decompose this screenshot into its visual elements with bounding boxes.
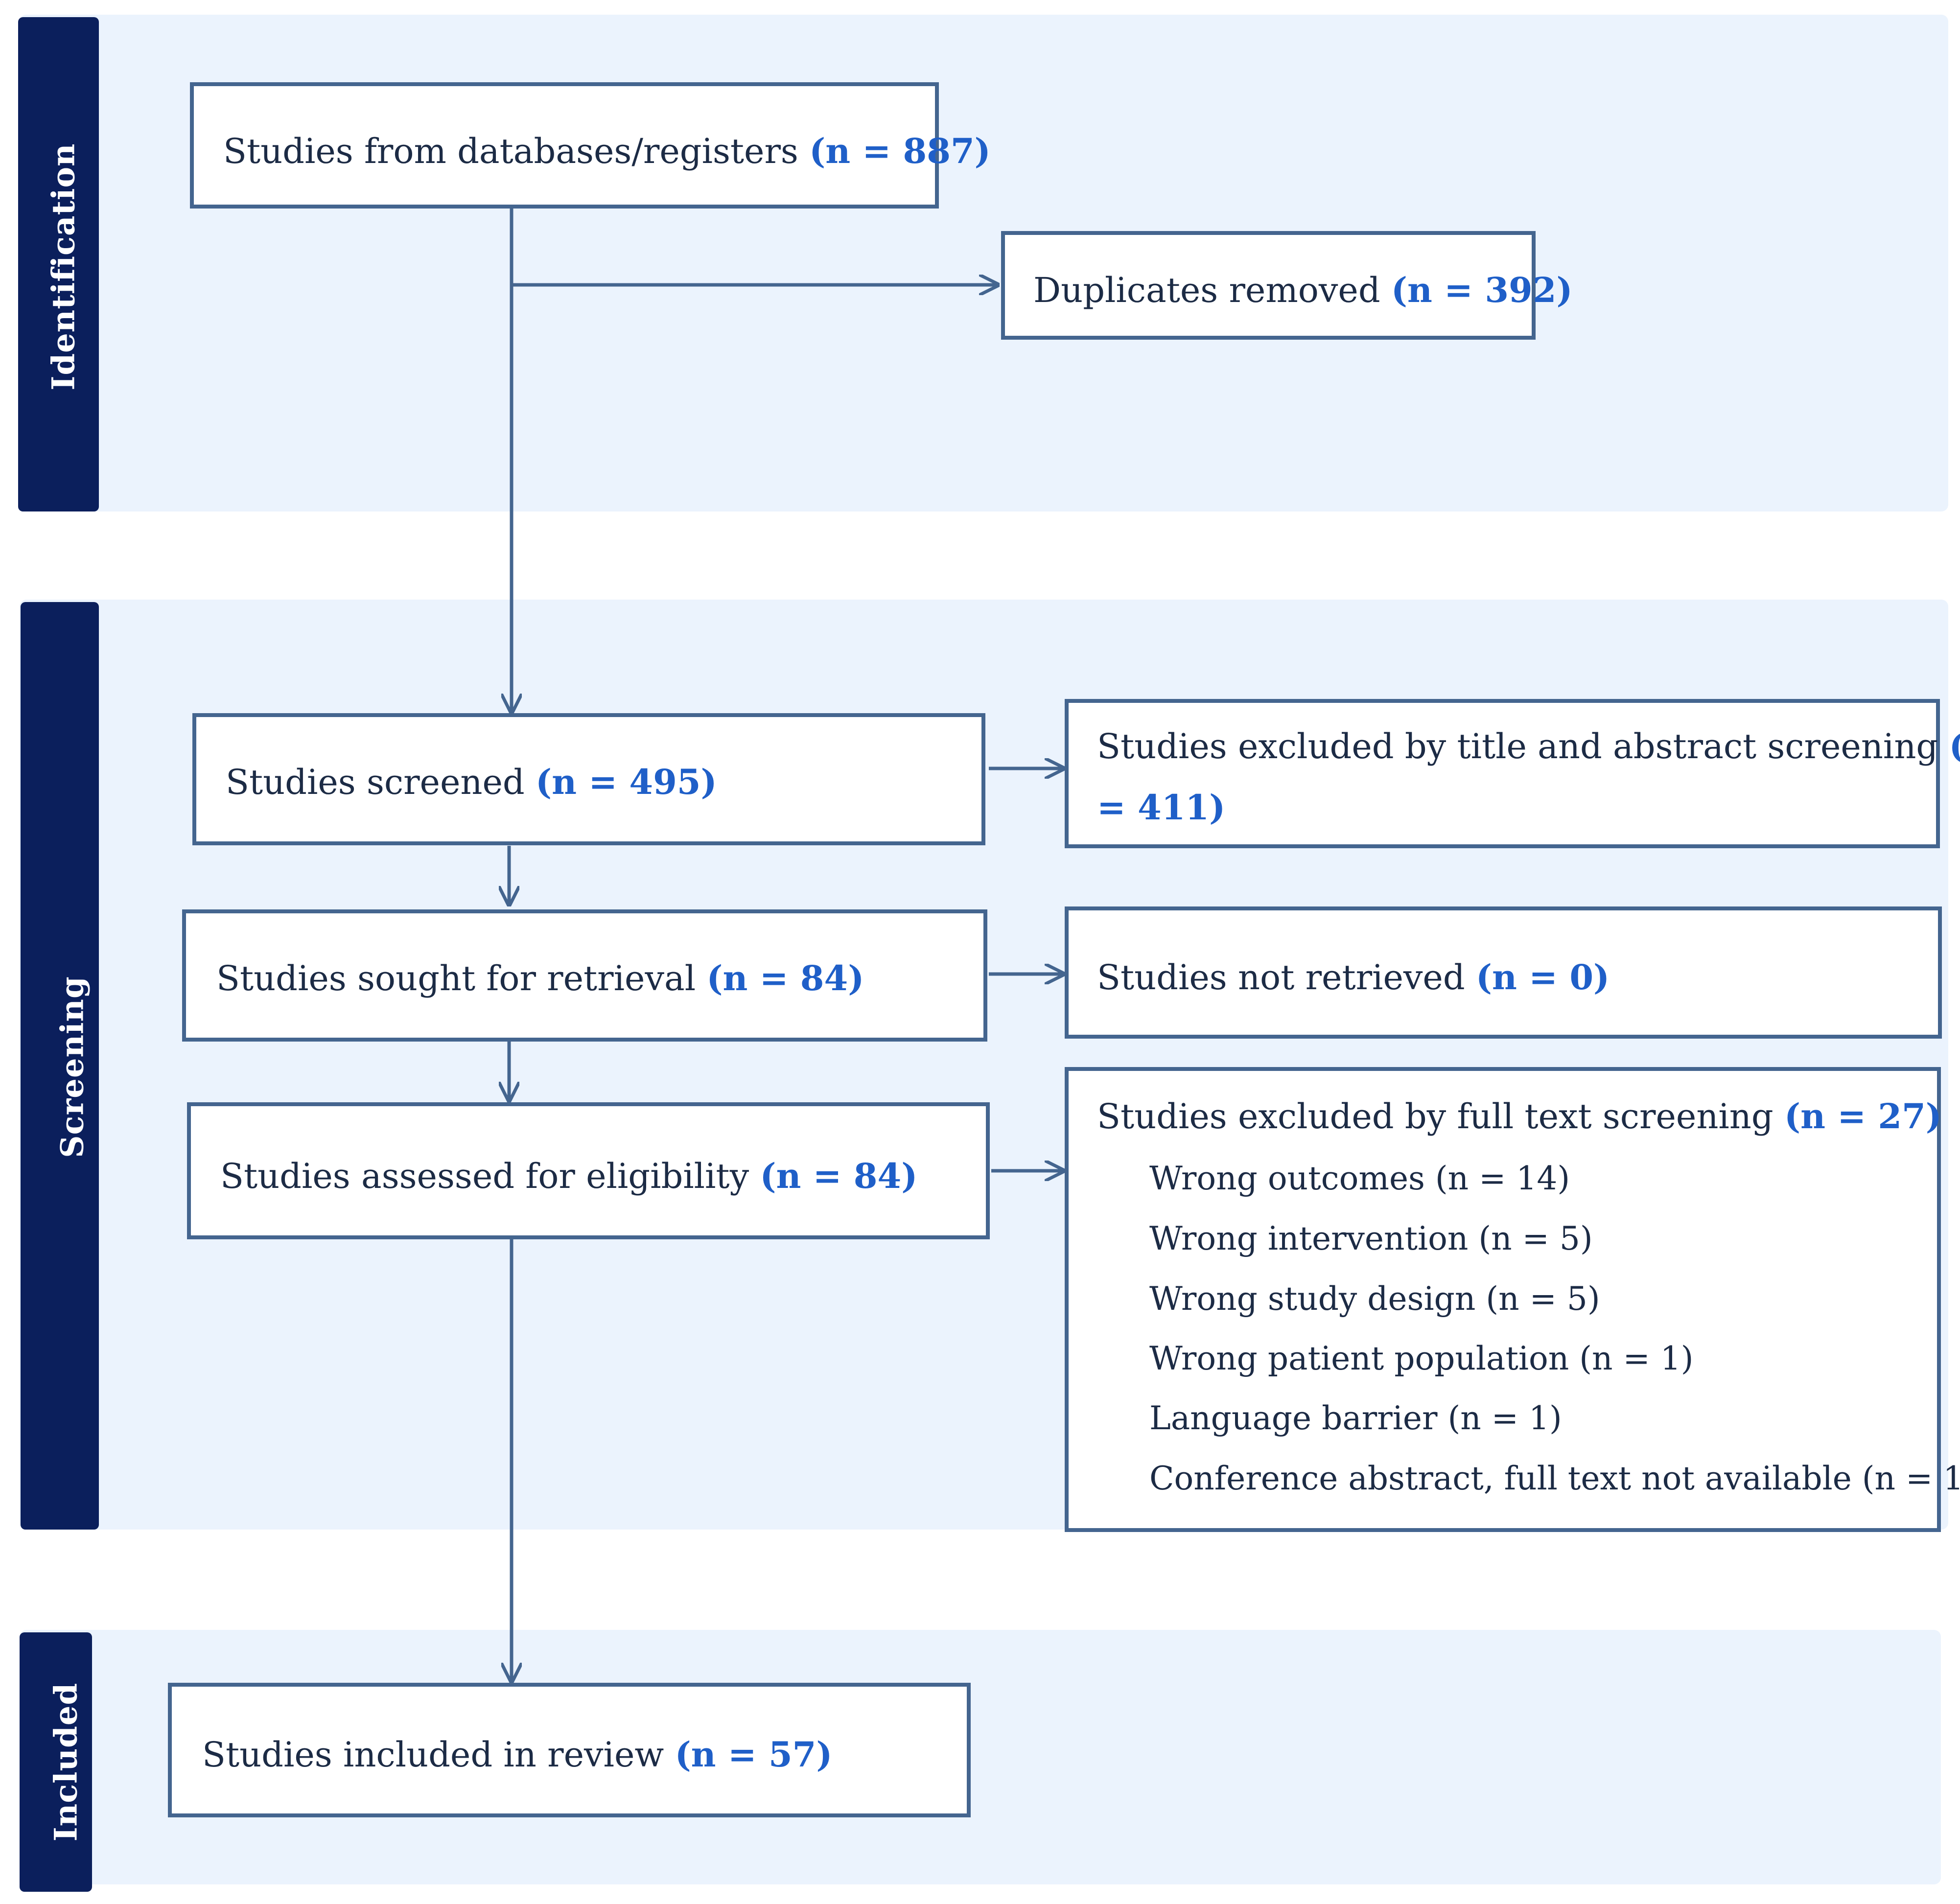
retrieval-count: (n = 84) — [706, 958, 864, 998]
exclusion-reason: Wrong study design (n = 5) — [1149, 1280, 1600, 1318]
screening-sidebar — [21, 602, 99, 1530]
databases-box: Studies from databases/registers (n = 88… — [190, 82, 991, 209]
duplicates-count: (n = 392) — [1391, 270, 1573, 310]
screened-box: Studies screened (n = 495) — [192, 713, 985, 845]
exclusion-reason: Language barrier (n = 1) — [1149, 1399, 1562, 1437]
exclusion-reason: Wrong intervention (n = 5) — [1149, 1220, 1593, 1257]
excluded-full-label: Studies excluded by full text screening — [1097, 1096, 1773, 1137]
excluded-full-count: (n = 27) — [1784, 1096, 1942, 1137]
exclusion-reason: Conference abstract, full text not avail… — [1149, 1460, 1960, 1497]
eligibility-count: (n = 84) — [760, 1156, 918, 1196]
excluded-title-label: Studies excluded by title and abstract s… — [1097, 726, 1938, 766]
eligibility-box: Studies assessed for eligibility (n = 84… — [187, 1102, 990, 1239]
excluded-title-count-part1: (n — [1949, 726, 1960, 766]
included-label: Studies included in review — [202, 1735, 664, 1775]
not-retrieved-count: (n = 0) — [1475, 957, 1610, 998]
databases-label: Studies from databases/registers — [223, 131, 798, 171]
retrieval-box: Studies sought for retrieval (n = 84) — [182, 909, 987, 1042]
duplicates-label: Duplicates removed — [1033, 270, 1380, 310]
databases-count: (n = 887) — [809, 131, 991, 171]
excluded-title-count-part2: = 411) — [1097, 787, 1226, 828]
retrieval-label: Studies sought for retrieval — [216, 958, 696, 998]
identification-sidebar — [18, 17, 99, 511]
not-retrieved-box: Studies not retrieved (n = 0) — [1065, 906, 1942, 1039]
screened-count: (n = 495) — [536, 762, 717, 802]
included-box: Studies included in review (n = 57) — [168, 1683, 971, 1817]
exclusion-reason: Wrong outcomes (n = 14) — [1149, 1160, 1570, 1197]
exclusion-reason: Wrong patient population (n = 1) — [1149, 1340, 1694, 1377]
duplicates-box: Duplicates removed (n = 392) — [1001, 231, 1573, 340]
included-count: (n = 57) — [675, 1734, 833, 1775]
not-retrieved-label: Studies not retrieved — [1097, 957, 1465, 998]
included-sidebar — [20, 1632, 92, 1892]
eligibility-label: Studies assessed for eligibility — [220, 1156, 749, 1196]
excluded-full-box: Studies excluded by full text screening … — [1065, 1067, 1960, 1532]
screened-label: Studies screened — [226, 762, 525, 802]
excluded-title-box: Studies excluded by title and abstract s… — [1065, 699, 1960, 848]
